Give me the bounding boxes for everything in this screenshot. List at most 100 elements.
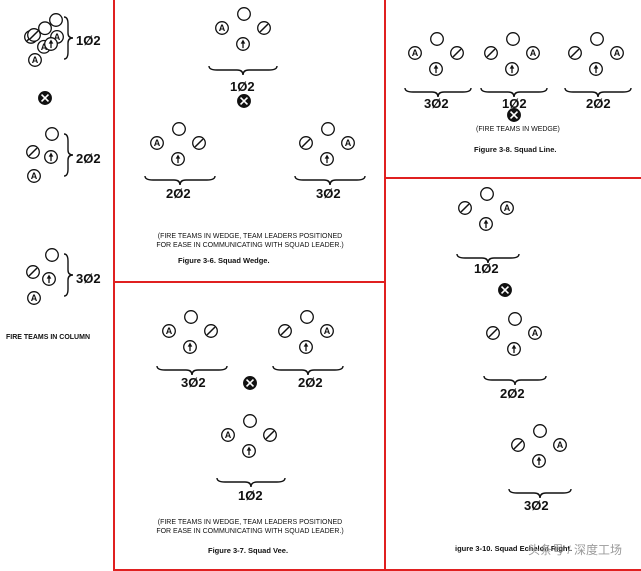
svg-text:A: A <box>166 326 173 336</box>
a-symbol-icon: A <box>27 169 41 183</box>
svg-text:A: A <box>31 293 38 303</box>
vertical-brace-icon <box>63 16 74 60</box>
vertical-brace-icon <box>63 133 74 177</box>
horizontal-brace-icon <box>216 477 286 488</box>
open-symbol-icon <box>533 424 547 438</box>
file-team-2-label: 2Ø2 <box>500 386 525 401</box>
file-team-3-label: 3Ø2 <box>524 498 549 513</box>
vee-figure-title: Figure 3-7. Squad Vee. <box>208 546 289 555</box>
open-symbol-icon <box>38 21 52 36</box>
column-team-1-label: 1Ø2 <box>76 33 101 48</box>
wedge-team-3-label: 3Ø2 <box>316 186 341 201</box>
svg-text:A: A <box>324 326 331 336</box>
vee-team-3-label: 3Ø2 <box>181 375 206 390</box>
svg-text:A: A <box>219 23 226 33</box>
arrow-symbol-icon <box>44 37 58 51</box>
arrow-symbol-icon <box>236 37 250 51</box>
horizontal-brace-icon <box>272 365 344 376</box>
x-symbol-icon <box>507 108 521 122</box>
slash-symbol-icon <box>26 145 40 159</box>
open-symbol-icon <box>590 32 604 46</box>
wedge-figure-title: Figure 3-6. Squad Wedge. <box>178 256 270 265</box>
svg-text:A: A <box>614 48 621 58</box>
svg-text:A: A <box>532 328 539 338</box>
arrow-symbol-icon <box>183 340 197 354</box>
slash-symbol-icon <box>278 324 292 338</box>
wedge-team-2-label: 2Ø2 <box>166 186 191 201</box>
horizontal-brace-icon <box>564 87 632 98</box>
open-symbol-icon <box>508 312 522 326</box>
open-symbol-icon <box>300 310 314 324</box>
horizontal-brace-icon <box>480 87 548 98</box>
open-symbol-icon <box>45 127 59 141</box>
open-symbol-icon <box>430 32 444 46</box>
file-figure-title: igure 3-10. Squad Echelon Right. <box>455 544 573 553</box>
svg-text:A: A <box>154 138 161 148</box>
line-team-1-label: 1Ø2 <box>502 96 527 111</box>
line-caption: (FIRE TEAMS IN WEDGE) <box>476 126 560 133</box>
a-symbol-icon: A <box>528 326 542 340</box>
open-symbol-icon <box>184 310 198 324</box>
horizontal-brace-icon <box>508 488 572 499</box>
a-symbol-icon: A <box>215 21 229 35</box>
svg-text:A: A <box>345 138 352 148</box>
arrow-symbol-icon <box>429 62 443 76</box>
panel-squad-file <box>384 177 641 571</box>
arrow-symbol-icon <box>171 152 185 166</box>
open-symbol-icon <box>506 32 520 46</box>
a-symbol-icon: A <box>221 428 235 442</box>
column-caption: FIRE TEAMS IN COLUMN <box>6 334 90 341</box>
x-symbol-icon <box>498 283 512 297</box>
watermark: 头条号 / 深度工场 <box>528 543 623 557</box>
x-symbol-icon <box>243 376 257 390</box>
svg-text:A: A <box>31 171 38 181</box>
slash-symbol-icon <box>486 326 500 340</box>
arrow-symbol-icon <box>507 342 521 356</box>
svg-text:A: A <box>504 203 511 213</box>
a-symbol-icon: A <box>610 46 624 60</box>
open-symbol-icon <box>172 122 186 136</box>
a-symbol-icon: A <box>28 53 42 67</box>
svg-text:A: A <box>557 440 564 450</box>
slash-symbol-icon <box>263 428 277 442</box>
slash-symbol-icon <box>192 136 206 150</box>
svg-text:A: A <box>32 55 39 65</box>
open-symbol-icon <box>243 414 257 428</box>
a-symbol-icon: A <box>526 46 540 60</box>
horizontal-brace-icon <box>208 65 278 76</box>
column-team-3-label: 3Ø2 <box>76 271 101 286</box>
x-symbol-icon <box>237 94 251 108</box>
slash-symbol-icon <box>511 438 525 452</box>
line-team-2-label: 2Ø2 <box>586 96 611 111</box>
vee-team-1-label: 1Ø2 <box>238 488 263 503</box>
open-symbol-icon <box>321 122 335 136</box>
slash-symbol-icon <box>26 265 40 279</box>
a-symbol-icon: A <box>553 438 567 452</box>
horizontal-brace-icon <box>144 175 216 186</box>
a-symbol-icon: A <box>27 291 41 305</box>
horizontal-brace-icon <box>156 365 228 376</box>
arrow-symbol-icon <box>44 150 58 164</box>
formation-braces <box>63 16 632 499</box>
line-team-3-label: 3Ø2 <box>424 96 449 111</box>
open-symbol-icon <box>45 248 59 262</box>
column-team-2-label: 2Ø2 <box>76 151 101 166</box>
slash-symbol-icon <box>204 324 218 338</box>
wedge-team-1-label: 1Ø2 <box>230 79 255 94</box>
svg-text:A: A <box>54 32 61 42</box>
arrow-symbol-icon <box>505 62 519 76</box>
a-symbol-icon: A <box>150 136 164 150</box>
arrow-symbol-icon <box>42 272 56 286</box>
slash-symbol-icon <box>299 136 313 150</box>
arrow-symbol-icon <box>532 454 546 468</box>
arrow-symbol-icon <box>299 340 313 354</box>
slash-symbol-icon <box>257 21 271 35</box>
open-symbol-icon <box>49 13 63 27</box>
vertical-brace-icon <box>63 253 74 297</box>
arrow-symbol-icon <box>589 62 603 76</box>
slash-symbol-icon <box>450 46 464 60</box>
horizontal-brace-icon <box>404 87 472 98</box>
x-symbol-icon <box>38 91 52 105</box>
